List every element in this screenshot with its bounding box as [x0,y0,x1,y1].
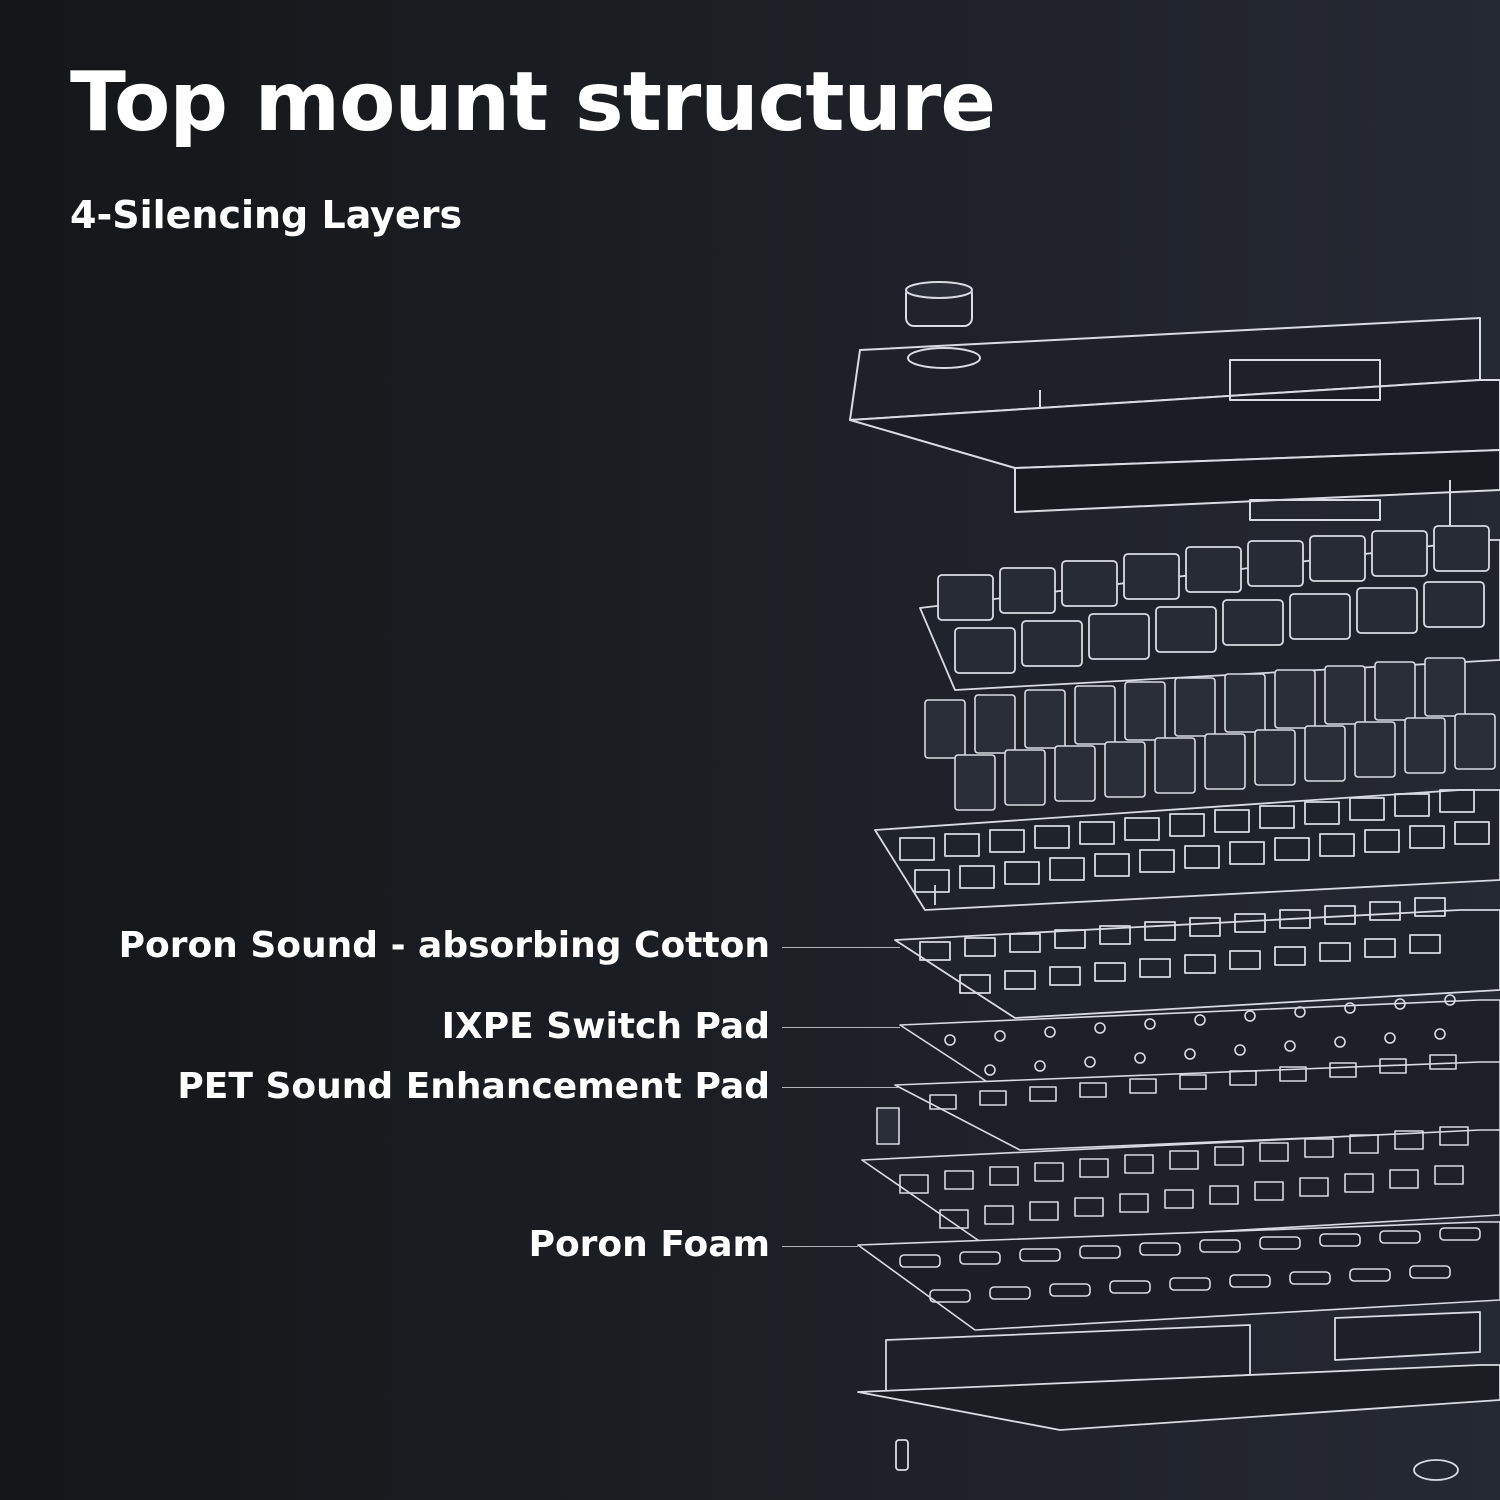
callout-leader-line [782,1087,898,1088]
callout-label-poron-foam: Poron Foam [528,1224,770,1265]
switches-layer [924,657,1496,811]
callout-leader-line [782,1027,900,1028]
plate-layer [874,789,1500,911]
callout-label-poron-cotton: Poron Sound - absorbing Cotton [118,925,770,966]
top-case [849,281,1500,540]
callout-leader-line [782,947,900,948]
page-subtitle: 4-Silencing Layers [70,193,463,237]
callout-leader-line [782,1246,858,1247]
page-title: Top mount structure [70,55,996,150]
poron-foam-layer [857,1221,1500,1331]
poron-cotton-layer [894,897,1500,1019]
pet-pad-layer [894,1054,1500,1151]
bottom-case [857,1311,1500,1481]
callout-label-pet-pad: PET Sound Enhancement Pad [177,1066,770,1107]
callout-label-ixpe-switch-pad: IXPE Switch Pad [441,1006,770,1047]
keycaps-layer [919,525,1500,691]
pcb-layer [861,1107,1500,1246]
